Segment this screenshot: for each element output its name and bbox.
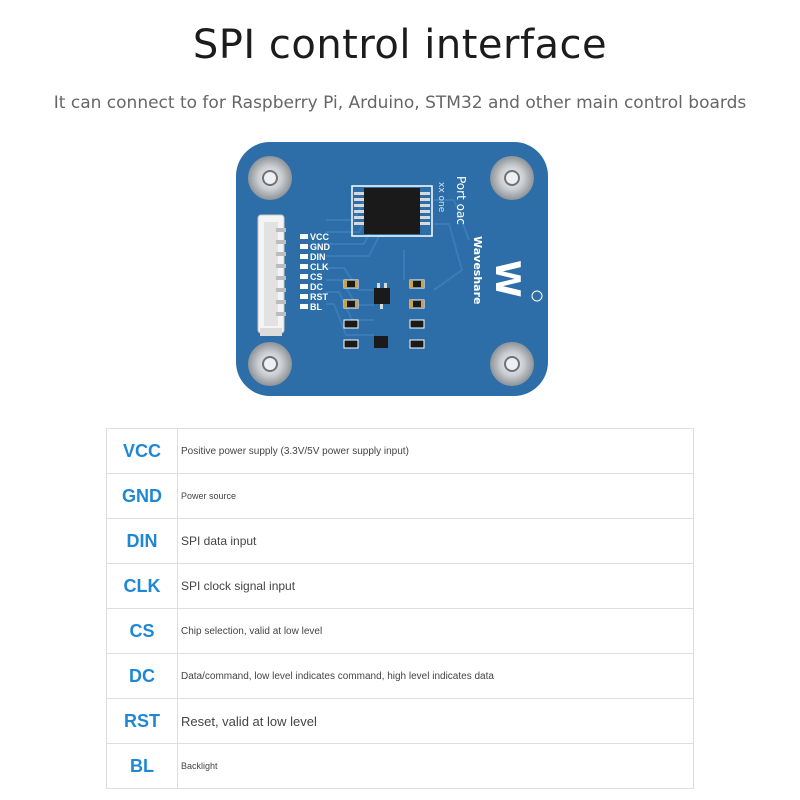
silk-text-xx: xx one xyxy=(436,182,446,213)
table-row: RST Reset, valid at low level xyxy=(106,698,694,744)
pcb-board-image: VCC GND DIN CLK CS DC RST BL xyxy=(234,140,550,398)
pin-description: Chip selection, valid at low level xyxy=(177,608,694,654)
pcb-silkscreen: Port oac xx one Waveshare W xyxy=(436,176,543,304)
pin-name: VCC xyxy=(106,428,178,474)
page-title: SPI control interface xyxy=(192,22,608,68)
pin-description: Reset, valid at low level xyxy=(177,698,694,744)
pin-name: DIN xyxy=(106,518,178,564)
pcb-body xyxy=(236,142,548,396)
table-row: DIN SPI data input xyxy=(106,518,694,564)
pin-name: CS xyxy=(106,608,178,654)
pin-description: Positive power supply (3.3V/5V power sup… xyxy=(177,428,694,474)
pin-name: DC xyxy=(106,653,178,699)
table-row: BL Backlight xyxy=(106,743,694,789)
waveshare-logo: W xyxy=(487,260,527,298)
pin-header-connector xyxy=(257,214,286,336)
pin-name: CLK xyxy=(106,563,178,609)
driver-chip xyxy=(351,185,433,237)
page-subtitle: It can connect to for Raspberry Pi, Ardu… xyxy=(53,93,747,113)
pcb-pin-label: BL xyxy=(310,302,322,312)
pin-description: SPI clock signal input xyxy=(177,563,694,609)
table-row: VCC Positive power supply (3.3V/5V power… xyxy=(106,428,694,474)
smd-components xyxy=(343,279,425,349)
pin-description: SPI data input xyxy=(177,518,694,564)
pcb-pin-label: DC xyxy=(310,282,323,292)
pcb-pin-label: GND xyxy=(310,242,331,252)
pcb-illustration: VCC GND DIN CLK CS DC RST BL xyxy=(236,142,548,396)
pcb-pin-label: DIN xyxy=(310,252,326,262)
pin-name: RST xyxy=(106,698,178,744)
table-row: CLK SPI clock signal input xyxy=(106,563,694,609)
pin-name: BL xyxy=(106,743,178,789)
pcb-pin-labels: VCC GND DIN CLK CS DC RST BL xyxy=(310,232,331,312)
pcb-pin-label: CS xyxy=(310,272,323,282)
pin-description-table: VCC Positive power supply (3.3V/5V power… xyxy=(106,428,694,789)
pin-name: GND xyxy=(106,473,178,519)
table-row: CS Chip selection, valid at low level xyxy=(106,608,694,654)
table-row: GND Power source xyxy=(106,473,694,519)
pcb-pin-pads xyxy=(300,234,308,309)
silk-text-port: Port oac xyxy=(454,176,468,225)
pcb-pin-label: CLK xyxy=(310,262,329,272)
table-row: DC Data/command, low level indicates com… xyxy=(106,653,694,699)
registered-icon xyxy=(531,290,543,302)
mounting-holes xyxy=(248,156,534,386)
pcb-pin-label: VCC xyxy=(310,232,330,242)
pcb-pin-label: RST xyxy=(310,292,329,302)
pin-description: Data/command, low level indicates comman… xyxy=(177,653,694,699)
pin-description: Backlight xyxy=(177,743,694,789)
brand-text: Waveshare xyxy=(471,236,484,304)
pin-description: Power source xyxy=(177,473,694,519)
